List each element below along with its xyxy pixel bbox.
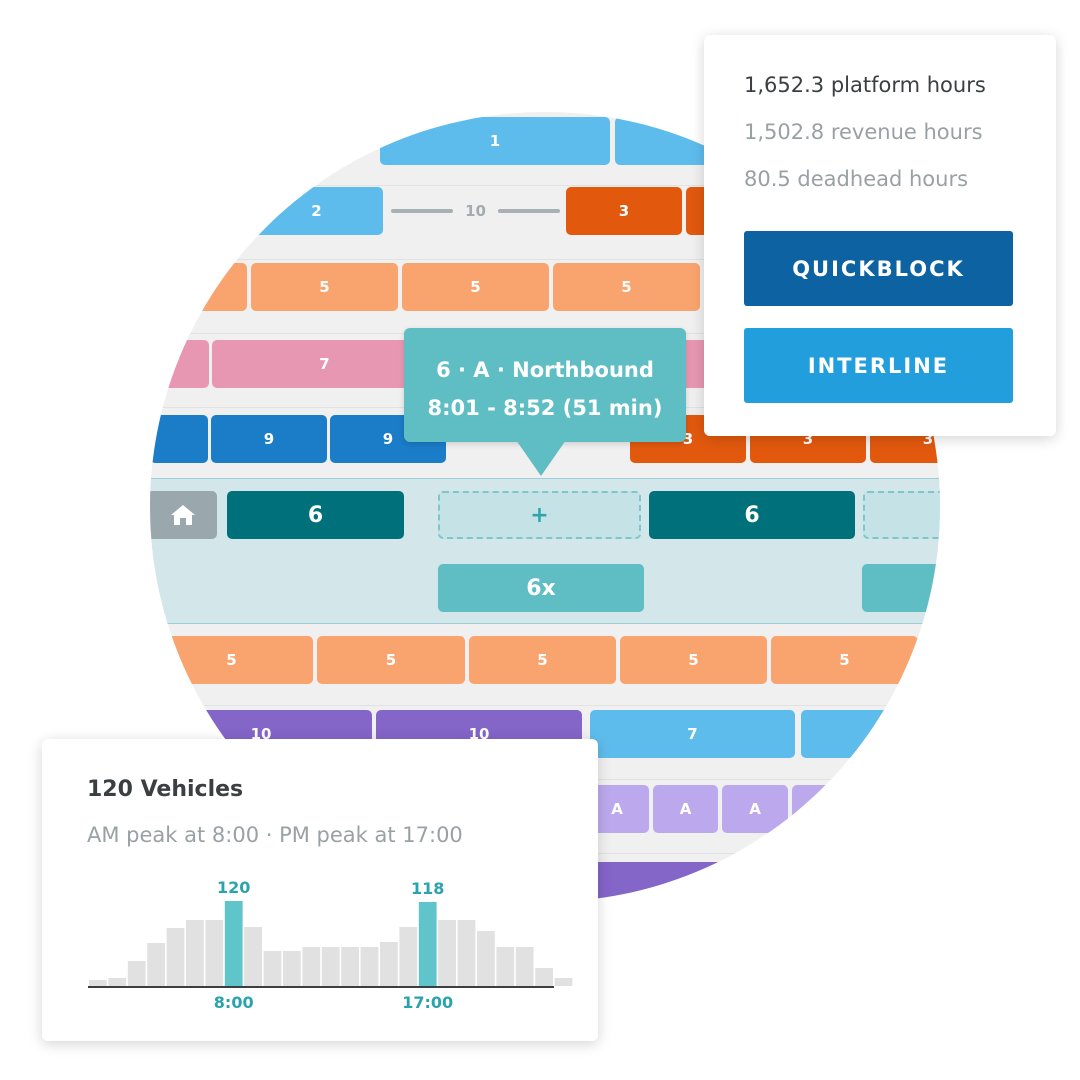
peak-time-label: 8:00 [214,993,254,1012]
peak-value-label: 118 [411,879,444,898]
chart-bar [186,920,204,986]
chart-bar [399,927,418,986]
chart-bar [108,978,127,986]
trip-block[interactable]: 6 [649,491,855,539]
vehicles-card: 120 Vehicles AM peak at 8:00 · PM peak a… [42,739,598,1041]
peak-bar [224,901,243,986]
trip-block[interactable] [862,564,940,612]
tooltip-arrow [516,440,566,476]
chart-bar [515,947,534,986]
chart-bar [496,947,515,986]
empty-trip-slot[interactable] [863,491,940,539]
chart-bar [457,920,476,986]
interline-connector: 10 [387,187,564,235]
platform-hours: 1,652.3 platform hours [744,73,986,97]
peak-bar [418,902,437,986]
tooltip-trip-time: 8:01 - 8:52 (51 min) [427,396,663,420]
vehicles-peak-subtitle: AM peak at 8:00 · PM peak at 17:00 [87,823,463,847]
chart-bar [263,951,282,986]
trip-block[interactable]: 7 [590,710,795,758]
hours-summary-card: 1,652.3 platform hours 1,502.8 revenue h… [704,35,1056,436]
chart-bar [535,968,553,986]
schedule-row [150,632,940,706]
vehicle-peak-chart: 120 8:00 118 17:00 [88,878,573,1012]
interline-button[interactable]: INTERLINE [744,328,1013,403]
trip-block[interactable]: 5 [150,636,313,684]
revenue-hours: 1,502.8 revenue hours [744,120,983,144]
trip-block[interactable]: 5 [620,636,767,684]
peak-time-label: 17:00 [402,993,453,1012]
trip-block[interactable] [150,415,208,463]
chart-bar [302,947,321,986]
connector-line [391,209,454,213]
trip-block[interactable] [150,340,209,388]
chart-bar [205,920,224,986]
chart-bar [244,927,262,986]
chart-bar [380,942,398,986]
trip-block[interactable]: 5 [402,263,549,311]
chart-bar [283,951,301,986]
trip-block[interactable]: 1 [380,117,610,165]
garage-home-button[interactable] [150,491,217,539]
quickblock-button[interactable]: QUICKBLOCK [744,231,1013,306]
trip-block[interactable]: 6x [438,564,644,612]
chart-bar [554,978,573,986]
trip-block[interactable]: 5 [251,263,398,311]
chart-bar [127,961,146,986]
trip-block[interactable]: 9 [211,415,327,463]
connector-line [497,209,560,213]
trip-block[interactable]: 5 [317,636,465,684]
trip-block[interactable] [792,785,940,833]
peak-value-label: 120 [217,878,250,897]
trip-block[interactable]: A [722,785,788,833]
trip-block[interactable]: 3 [566,187,682,235]
trip-block[interactable]: 5 [771,636,918,684]
tooltip-trip-name: 6 · A · Northbound [436,358,654,382]
trip-block[interactable] [190,263,247,311]
vehicles-count-title: 120 Vehicles [87,777,244,802]
chart-bar [89,980,107,986]
trip-block[interactable]: 5 [469,636,616,684]
trip-block[interactable]: 2 [250,187,383,235]
deadhead-hours: 80.5 deadhead hours [744,167,969,191]
chart-bar [438,920,456,986]
trip-block[interactable] [801,710,940,758]
trip-block[interactable]: 7 [212,340,437,388]
schedule-row [150,112,940,186]
trip-block[interactable]: 6 [227,491,404,539]
chart-bar [166,928,185,986]
trip-block[interactable]: A [653,785,718,833]
chart-bar [147,943,165,986]
chart-bar [321,947,340,986]
schedule-row [150,186,940,260]
chart-bar [477,931,495,986]
empty-trip-slot[interactable]: + [438,491,641,539]
chart-bar [360,947,379,986]
chart-bar [341,947,359,986]
trip-block[interactable]: 5 [553,263,700,311]
connector-label: 10 [465,202,486,220]
trip-tooltip: 6 · A · Northbound 8:01 - 8:52 (51 min) [404,328,686,442]
home-icon [171,505,195,525]
